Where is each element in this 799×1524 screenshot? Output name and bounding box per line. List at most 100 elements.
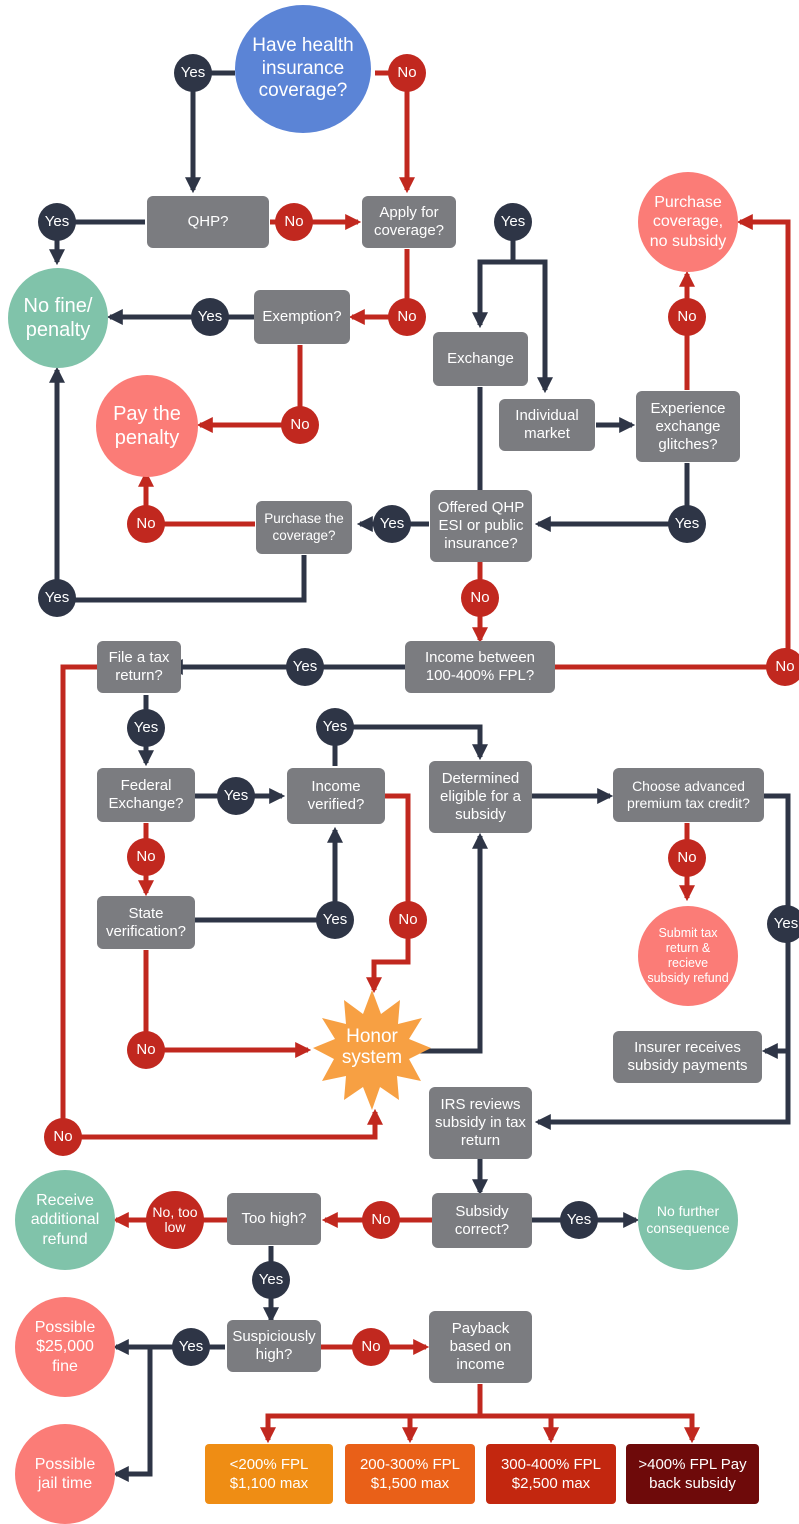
purchase-the-coverage-box: Purchase the coverage?: [256, 501, 352, 554]
yes-dot: Yes: [767, 905, 799, 943]
no-dot: No: [44, 1118, 82, 1156]
suspiciously-high-label: Suspiciously high?: [232, 1328, 316, 1363]
no-dot: No: [281, 406, 319, 444]
payback-tier-1: <200% FPL$1,100 max: [205, 1444, 333, 1504]
yes-dot: Yes: [316, 708, 354, 746]
no-dot: No: [127, 838, 165, 876]
yes-dot: Yes: [217, 777, 255, 815]
income-between-box: Income between 100-400% FPL?: [405, 641, 555, 693]
payback-label: Payback based on income: [449, 1320, 512, 1373]
individual-market-box: Individual market: [499, 399, 595, 451]
yes-dot: Yes: [191, 298, 229, 336]
subsidy-correct-label: Subsidy correct?: [454, 1202, 510, 1238]
purchase-no-subsidy-node: Purchase coverage, no subsidy: [638, 172, 738, 272]
receive-refund-label: Receive additional refund: [30, 1192, 100, 1248]
possible-fine-node: Possible $25,000 fine: [15, 1297, 115, 1397]
experience-glitches-label: Experience exchange glitches?: [650, 399, 726, 453]
apply-box: Apply for coverage?: [362, 196, 456, 248]
honor-system-label: Honor system: [341, 1026, 403, 1068]
determined-eligible-label: Determined eligible for a subsidy: [440, 770, 521, 823]
no-dot: No: [389, 901, 427, 939]
no-dot: No: [388, 54, 426, 92]
no-dot: No: [127, 1031, 165, 1069]
federal-exchange-box: Federal Exchange?: [97, 768, 195, 822]
exchange-box: Exchange: [433, 332, 528, 386]
pay-penalty-label: Pay the penalty: [113, 403, 181, 449]
yes-dot: Yes: [127, 709, 165, 747]
possible-fine-label: Possible $25,000 fine: [34, 1319, 96, 1375]
experience-glitches-box: Experience exchange glitches?: [636, 391, 740, 462]
suspiciously-high-box: Suspiciously high?: [227, 1320, 321, 1372]
irs-reviews-label: IRS reviews subsidy in tax return: [435, 1096, 526, 1149]
qhp-label: QHP?: [187, 213, 229, 230]
insurer-receives-box: Insurer receives subsidy payments: [613, 1031, 762, 1083]
possible-jail-label: Possible jail time: [34, 1455, 96, 1492]
start-node: Have health insurance coverage?: [235, 5, 371, 133]
submit-tax-return-node: Submit tax return & recieve subsidy refu…: [638, 906, 738, 1006]
yes-dot: Yes: [174, 54, 212, 92]
pay-penalty-node: Pay the penalty: [96, 375, 198, 477]
no-dot: No: [388, 298, 426, 336]
exemption-box: Exemption?: [254, 290, 350, 344]
payback-tier-2-label: 200-300% FPL$1,500 max: [359, 1455, 461, 1493]
choose-aptc-box: Choose advanced premium tax credit?: [613, 768, 764, 822]
offered-qhp-box: Offered QHP ESI or public insurance?: [430, 490, 532, 562]
too-high-label: Too high?: [241, 1210, 307, 1227]
no-dot: No: [362, 1201, 400, 1239]
exchange-label: Exchange: [447, 350, 514, 367]
submit-tax-return-label: Submit tax return & recieve subsidy refu…: [647, 926, 729, 985]
yes-dot: Yes: [252, 1261, 290, 1299]
no-further-node: No further consequence: [638, 1170, 738, 1270]
irs-reviews-box: IRS reviews subsidy in tax return: [429, 1087, 532, 1159]
payback-tier-1-label: <200% FPL$1,100 max: [229, 1455, 309, 1493]
no-dot: No: [668, 839, 706, 877]
payback-tier-3-label: 300-400% FPL$2,500 max: [500, 1455, 602, 1493]
payback-box: Payback based on income: [429, 1311, 532, 1383]
individual-market-label: Individual market: [515, 407, 579, 442]
receive-refund-node: Receive additional refund: [15, 1170, 115, 1270]
no-fine-label: No fine/ penalty: [23, 295, 93, 341]
no-dot: No: [275, 203, 313, 241]
subsidy-correct-box: Subsidy correct?: [432, 1193, 532, 1248]
purchase-no-subsidy-label: Purchase coverage, no subsidy: [649, 194, 727, 250]
start-label: Have health insurance coverage?: [252, 34, 354, 102]
yes-dot: Yes: [38, 203, 76, 241]
yes-dot: Yes: [668, 505, 706, 543]
honor-system-burst: [313, 990, 431, 1110]
federal-exchange-label: Federal Exchange?: [108, 777, 184, 812]
apply-label: Apply for coverage?: [373, 204, 445, 239]
no-fine-node: No fine/ penalty: [8, 268, 108, 368]
yes-dot: Yes: [494, 203, 532, 241]
yes-dot: Yes: [316, 901, 354, 939]
no-dot: No: [127, 505, 165, 543]
yes-dot: Yes: [172, 1328, 210, 1366]
income-verified-label: Income verified?: [307, 778, 365, 813]
no-dot: No: [766, 648, 799, 686]
payback-tier-2: 200-300% FPL$1,500 max: [345, 1444, 475, 1504]
possible-jail-node: Possible jail time: [15, 1424, 115, 1524]
yes-dot: Yes: [286, 648, 324, 686]
choose-aptc-label: Choose advanced premium tax credit?: [627, 778, 750, 811]
income-verified-box: Income verified?: [287, 768, 385, 824]
yes-dot: Yes: [373, 505, 411, 543]
too-high-box: Too high?: [227, 1193, 321, 1245]
yes-dot: Yes: [38, 579, 76, 617]
payback-tier-3: 300-400% FPL$2,500 max: [486, 1444, 616, 1504]
no-too-low-dot: No, too low: [146, 1191, 204, 1249]
state-verification-box: State verification?: [97, 896, 195, 949]
income-between-label: Income between 100-400% FPL?: [424, 649, 536, 684]
no-dot: No: [668, 298, 706, 336]
exemption-label: Exemption?: [262, 308, 342, 325]
yes-dot: Yes: [560, 1201, 598, 1239]
qhp-box: QHP?: [147, 196, 269, 248]
file-tax-label: File a tax return?: [108, 649, 170, 684]
insurer-receives-label: Insurer receives subsidy payments: [627, 1039, 748, 1074]
state-verification-label: State verification?: [105, 904, 187, 940]
purchase-the-coverage-label: Purchase the coverage?: [264, 511, 344, 543]
file-tax-box: File a tax return?: [97, 641, 181, 693]
no-further-label: No further consequence: [646, 1203, 730, 1236]
offered-qhp-label: Offered QHP ESI or public insurance?: [437, 499, 525, 552]
determined-eligible-box: Determined eligible for a subsidy: [429, 761, 532, 833]
